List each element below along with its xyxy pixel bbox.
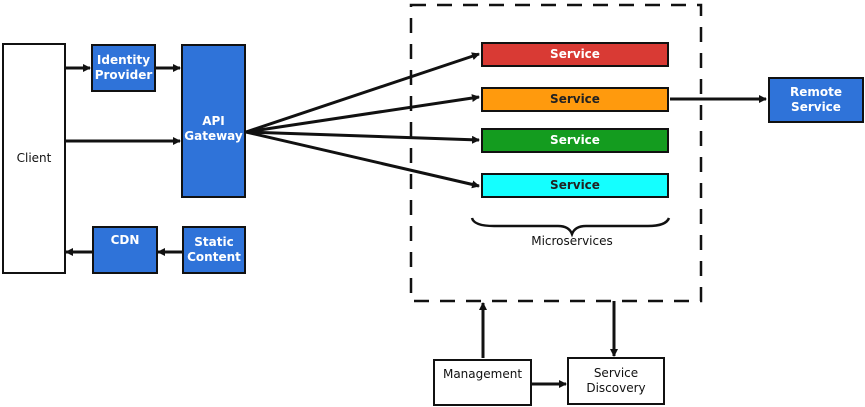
api-gateway-node: API Gateway — [181, 44, 246, 198]
arrow-gateway-to-service-2 — [245, 94, 480, 134]
service-1: Service — [481, 42, 669, 67]
arrow-gateway-to-service-3 — [245, 130, 480, 144]
client-node: Client — [2, 43, 66, 274]
static-content-node: Static Content — [182, 226, 246, 274]
microservices-boundary — [409, 3, 703, 303]
arrow-gateway-to-service-4 — [245, 130, 480, 189]
arrow-gateway-to-service-1 — [245, 52, 480, 134]
management-node: Management — [433, 359, 532, 406]
service-discovery-node: Service Discovery — [567, 357, 665, 405]
service-3: Service — [481, 128, 669, 153]
microservices-brace — [470, 217, 671, 238]
remote-service-node: Remote Service — [768, 77, 864, 123]
cdn-node: CDN — [92, 226, 158, 274]
microservices-label: Microservices — [531, 234, 613, 248]
service-2: Service — [481, 87, 669, 112]
identity-provider-node: Identity Provider — [91, 44, 156, 92]
service-4: Service — [481, 173, 669, 198]
